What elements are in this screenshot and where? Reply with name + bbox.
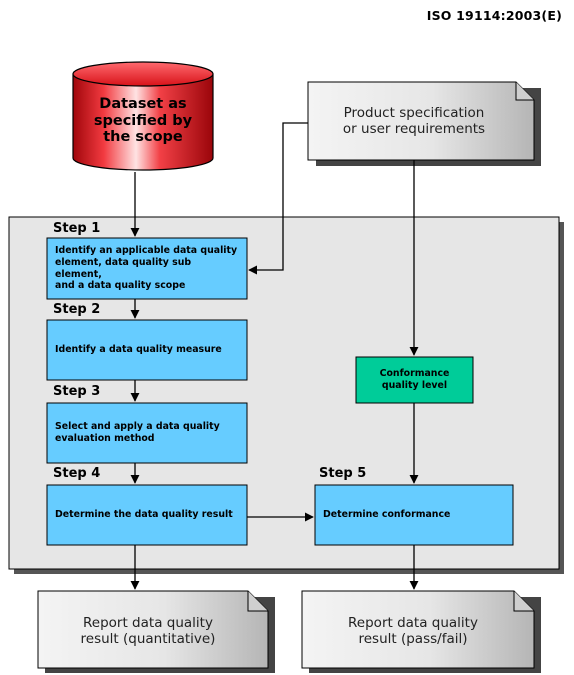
product-spec-document xyxy=(307,81,541,166)
conformance-level-box: Conformance quality level xyxy=(379,368,450,391)
arrow-spec-to-step1 xyxy=(248,122,308,275)
step-4-box-bg xyxy=(46,484,248,546)
step-1-label: Step 1 xyxy=(53,221,101,236)
step-3-box-bg xyxy=(46,402,248,464)
step-2-box: Identify a data quality measure xyxy=(55,344,222,356)
step-1-box-bg xyxy=(46,237,248,300)
dataset-cylinder xyxy=(72,61,214,171)
step-3-box: Select and apply a data quality evaluati… xyxy=(55,421,220,444)
conformance-level-box-bg xyxy=(355,356,474,404)
step-2-box-bg xyxy=(46,319,248,381)
step-5-label: Step 5 xyxy=(319,466,367,481)
step-4-box: Determine the data quality result xyxy=(55,509,233,521)
report-document-quantitative xyxy=(37,590,275,673)
step-2-label: Step 2 xyxy=(53,302,101,317)
report-pass-fail-label: Report data quality result (pass/fail) xyxy=(348,614,478,647)
product-spec-label: Product specification or user requiremen… xyxy=(342,104,486,137)
step-1-box: Identify an applicable data quality elem… xyxy=(55,245,238,292)
dataset-label: Dataset as specified by the scope xyxy=(93,95,193,146)
step-3-label: Step 3 xyxy=(53,384,101,399)
step-4-label: Step 4 xyxy=(53,466,101,481)
step-5-box: Determine conformance xyxy=(323,509,451,521)
report-quantitative-label: Report data quality result (quantitative… xyxy=(80,614,216,647)
step-5-box-bg xyxy=(314,484,514,546)
report-document-pass-fail xyxy=(301,590,541,673)
connectors xyxy=(130,122,419,590)
standard-reference: ISO 19114:2003(E) xyxy=(426,8,562,23)
